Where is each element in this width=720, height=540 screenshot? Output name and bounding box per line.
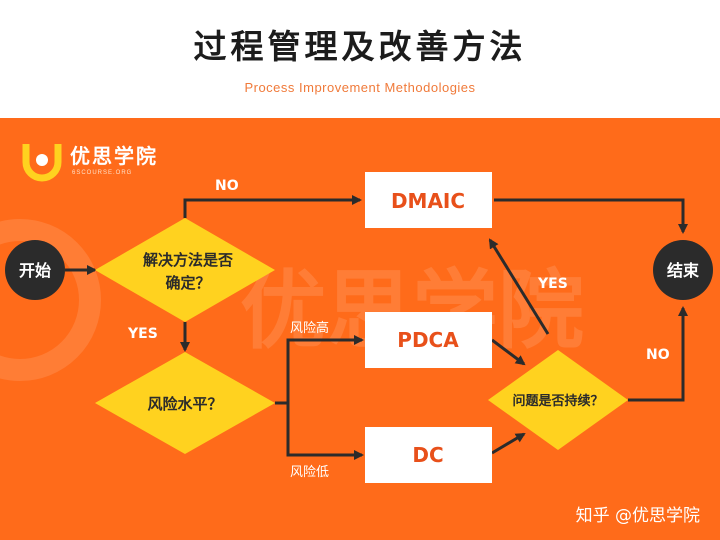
decision-solution-known: 解决方法是否 确定？	[95, 218, 275, 322]
decision-problem-persists: 问题是否持续？	[488, 350, 628, 450]
edge-decision2-high-to-pdca	[286, 335, 364, 403]
edge-label-yes-right: YES	[537, 276, 568, 292]
edge-dmaic-to-end	[494, 198, 688, 234]
header: 过程管理及改善方法 Process Improvement Methodolog…	[0, 0, 720, 118]
edge-decision3-yes-to-dmaic	[488, 238, 550, 335]
page-subtitle: Process Improvement Methodologies	[244, 80, 476, 95]
edge-decision3-no-to-end	[628, 306, 688, 402]
edge-label-risk-low: 风险低	[290, 465, 329, 480]
decision2-label: 风险水平？	[147, 395, 222, 413]
dc-label: DC	[412, 443, 443, 467]
logo-subtext: 6SCOURSE.ORG	[72, 170, 133, 176]
edge-decision1-no-to-dmaic	[183, 195, 362, 218]
edge-labels: NO YES 风险高 风险低 YES NO	[127, 178, 670, 480]
decision1-line1: 解决方法是否	[143, 251, 233, 269]
pdca-label: PDCA	[397, 328, 459, 352]
connectors	[65, 195, 688, 460]
dc-box: DC	[365, 427, 492, 483]
edge-dc-to-decision3	[491, 432, 526, 455]
decision1-line2: 确定？	[165, 274, 210, 292]
edge-decision2-low-to-dc	[286, 403, 364, 460]
logo: 优思学院 6SCOURSE.ORG	[20, 138, 190, 188]
dmaic-label: DMAIC	[391, 189, 465, 213]
logo-name: 优思学院	[70, 144, 158, 168]
diagram-panel	[0, 118, 720, 540]
logo-mark-icon	[22, 144, 62, 182]
page-title: 过程管理及改善方法	[193, 27, 527, 66]
edge-label-yes-left: YES	[127, 326, 158, 342]
end-node: 结束	[653, 240, 713, 300]
edge-label-risk-high: 风险高	[290, 320, 329, 336]
pdca-box: PDCA	[365, 312, 492, 368]
start-node: 开始	[5, 240, 65, 300]
dmaic-box: DMAIC	[365, 172, 492, 228]
start-label: 开始	[19, 261, 51, 280]
edge-pdca-to-decision3	[491, 338, 526, 366]
edge-label-no-right: NO	[646, 347, 670, 363]
edge-label-no-top: NO	[215, 178, 239, 194]
end-label: 结束	[666, 261, 700, 280]
decision3-label: 问题是否持续？	[512, 393, 603, 409]
decision-risk-level: 风险水平？	[95, 352, 275, 454]
source-watermark: 知乎 @优思学院	[575, 506, 700, 526]
